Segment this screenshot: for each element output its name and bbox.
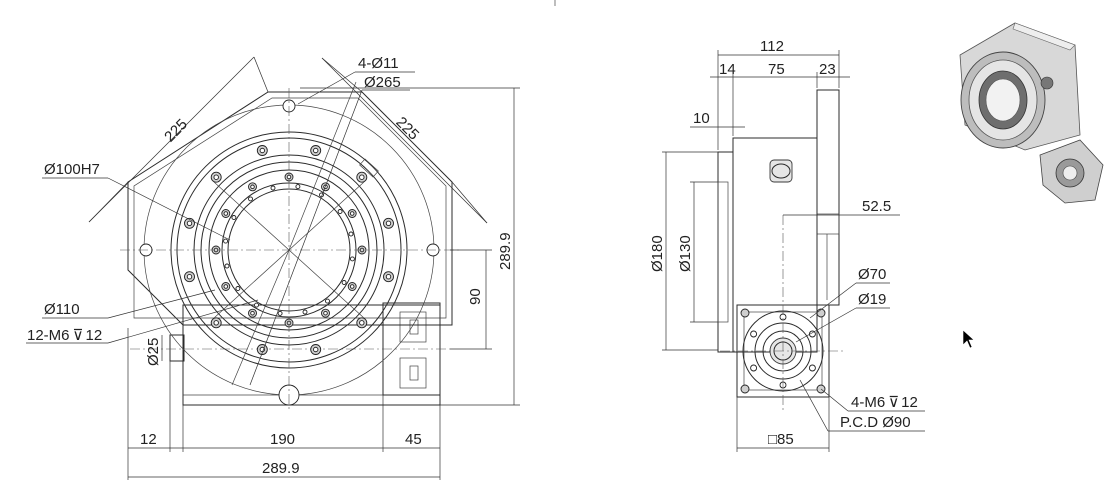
bolt-hole-core <box>313 147 319 154</box>
bolt-hole-core <box>313 346 319 353</box>
bolt-hole-core <box>349 211 355 216</box>
bolt-hole <box>337 209 343 214</box>
bolt-hole <box>235 286 241 291</box>
bolt-hole-core <box>359 320 365 326</box>
label-side-total: 112 <box>760 38 784 55</box>
label-offset-52-5: 52.5 <box>862 198 891 215</box>
bolt-hole <box>254 302 259 308</box>
bolt-hole <box>808 364 816 372</box>
inner-bolt-ring <box>211 172 367 328</box>
label-dim-45: 45 <box>405 431 422 448</box>
label-dia-180: Ø180 <box>649 235 666 272</box>
bolt-hole-core <box>385 220 392 227</box>
label-side-a: 225 <box>161 116 191 146</box>
side-flange <box>816 89 840 306</box>
label-dim-12: 12 <box>140 431 157 448</box>
label-dia-19: Ø19 <box>858 291 886 308</box>
label-thread: 12-M6⊽12 <box>27 327 102 344</box>
bolt-hole <box>348 231 354 237</box>
label-side-23: 23 <box>819 61 836 78</box>
small-hole-ring <box>223 184 355 316</box>
label-pcd: Ø265 <box>364 74 401 91</box>
label-flange: Ø110 <box>44 301 80 318</box>
bolt-hole <box>224 263 230 269</box>
bolt-hole-core <box>186 220 193 227</box>
bolt-hole-core <box>213 174 219 180</box>
bolt-hole <box>231 215 237 220</box>
bolt-hole-core <box>250 310 255 316</box>
bolt-hole <box>277 310 283 316</box>
label-side-thread: 4-M6⊽12 <box>851 394 918 411</box>
bolt-hole-core <box>349 284 355 289</box>
shaft-stub <box>169 334 185 362</box>
label-offset-90: 90 <box>467 288 484 305</box>
bolt-hole-core <box>223 284 229 289</box>
label-side-10: 10 <box>693 110 710 127</box>
mouse-pointer-icon <box>962 329 975 349</box>
label-height: 289.9 <box>497 232 514 270</box>
label-dia-70: Ø70 <box>858 266 886 283</box>
bolt-hole-core <box>186 274 193 280</box>
bolt-hole <box>270 185 276 191</box>
label-side-14: 14 <box>719 61 736 78</box>
bolt-hole <box>248 196 253 202</box>
label-dia-130: Ø130 <box>677 235 694 272</box>
label-square: □85 <box>768 431 794 448</box>
bolt-hole-core <box>213 320 219 326</box>
side-view: 112 14 75 23 10 Ø180 Ø130 52.5 Ø70 Ø19 4… <box>649 38 925 452</box>
label-side-75: 75 <box>768 61 785 78</box>
label-bore: Ø100H7 <box>44 161 100 178</box>
rotary-table-3d-icon <box>959 22 1104 204</box>
bolt-hole <box>325 298 330 304</box>
bolt-hole <box>341 280 347 285</box>
label-side-b: 225 <box>392 114 422 144</box>
label-dim-190: 190 <box>270 431 295 448</box>
bolt-hole <box>295 184 301 190</box>
label-side-pcd: P.C.D Ø90 <box>840 414 911 431</box>
bolt-hole-core <box>259 147 265 154</box>
bolt-hole-core <box>385 274 392 280</box>
front-view: 225 225 289.9 90 Ø25 12 190 45 289.9 4- <box>26 55 520 480</box>
bolt-hole <box>808 330 816 338</box>
bolt-hole <box>750 330 758 338</box>
label-shaft-dia: Ø25 <box>145 338 162 366</box>
bolt-hole-core <box>323 310 328 316</box>
bolt-hole <box>223 238 229 244</box>
bolt-hole-core <box>359 174 365 180</box>
gearbox-body <box>182 304 441 406</box>
bolt-hole <box>302 309 308 315</box>
label-hole-spec: 4-Ø11 <box>358 55 399 72</box>
octagon-plate <box>127 91 453 326</box>
bolt-hole-core <box>223 211 229 216</box>
label-width: 289.9 <box>262 460 300 477</box>
bolt-hole <box>349 256 355 262</box>
bolt-hole-core <box>250 184 255 190</box>
bolt-hole <box>750 364 758 372</box>
